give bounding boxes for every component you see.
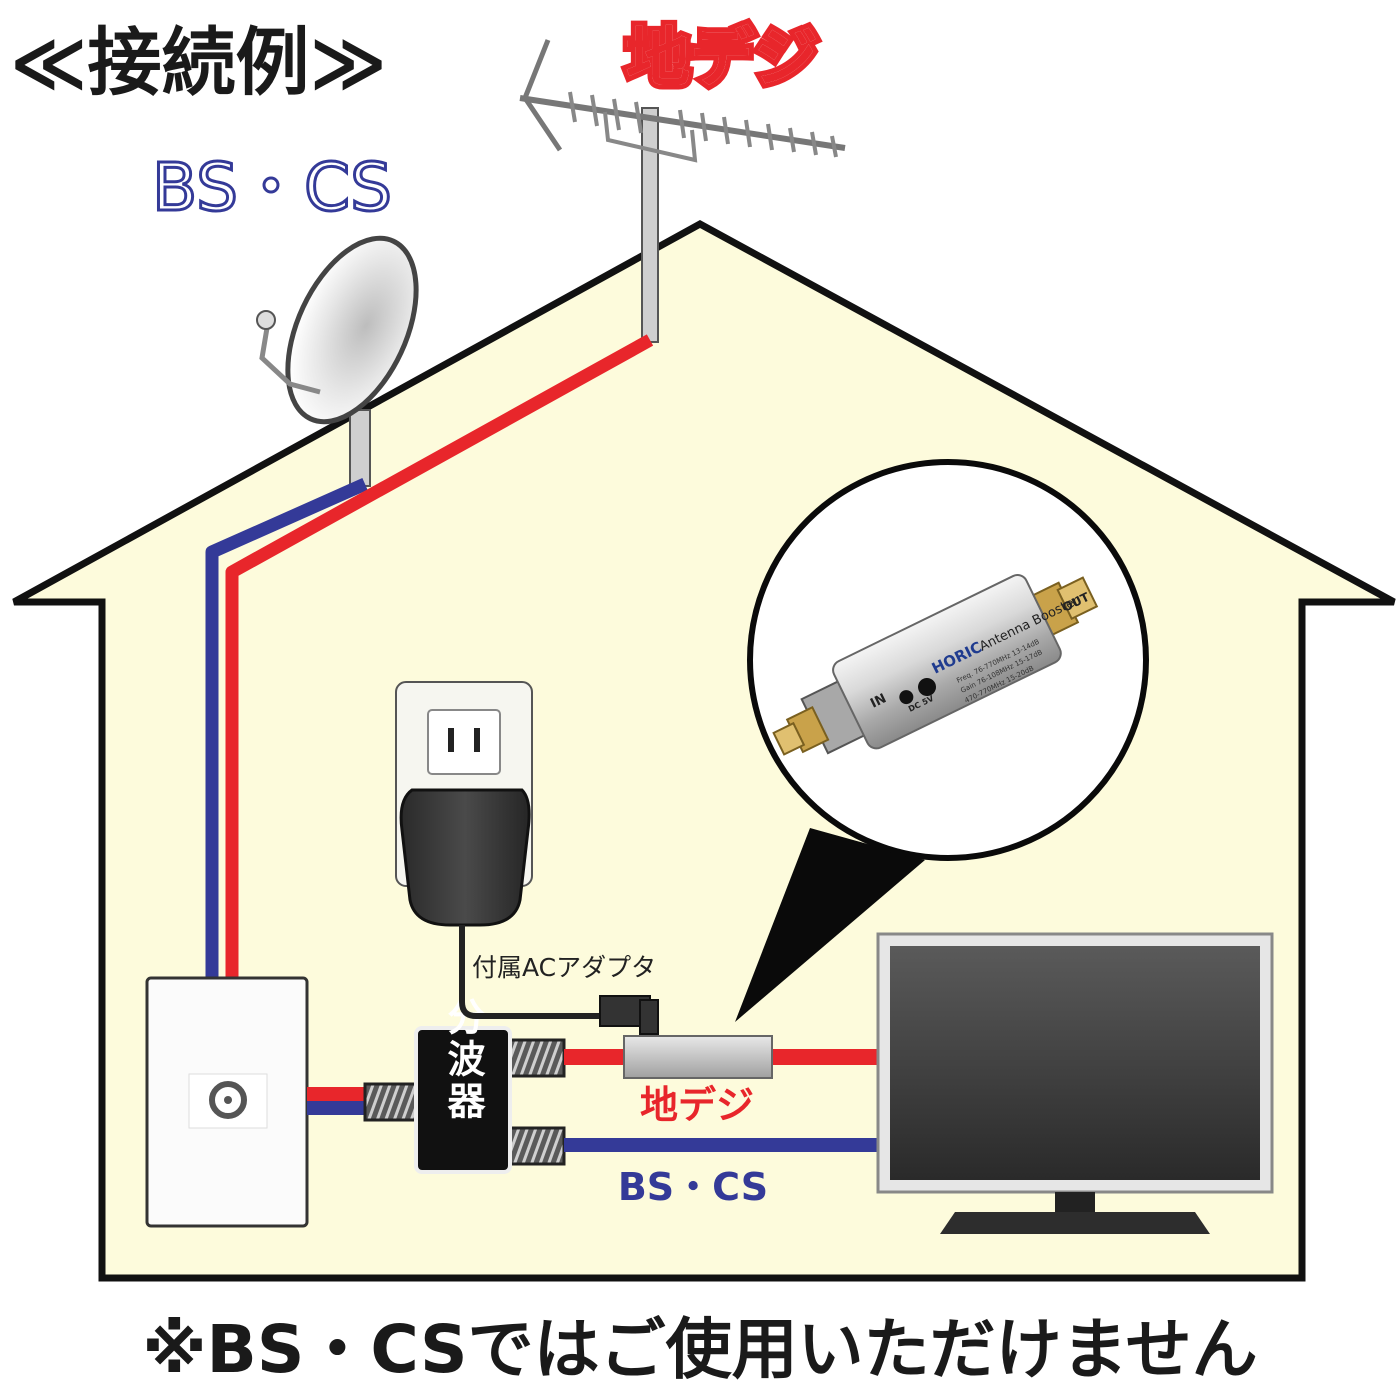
terrestrial-cable-to-booster (564, 1049, 626, 1065)
terrestrial-antenna-label-fill: 地デジ (626, 22, 818, 96)
terrestrial-cable-riser (225, 334, 654, 978)
splitter (363, 1026, 566, 1174)
booster-inline (623, 1035, 773, 1079)
callout-pointer (735, 828, 925, 1022)
booster-body (832, 574, 1062, 750)
tv-screen (890, 946, 1260, 1180)
antenna-wall-terminal (145, 976, 309, 1228)
antenna-booster-device (772, 574, 1099, 756)
satellite-cable-riser (205, 478, 368, 978)
dish-feed-horn (256, 310, 276, 330)
terrestrial-cable-label: 地デジ (640, 1083, 754, 1127)
ac-adapter-label: 付属ACアダプタ (472, 953, 656, 982)
satellite-dish (256, 235, 419, 487)
ac-adapter-body (399, 788, 531, 927)
dc-jack-icon (918, 678, 937, 697)
ac-adapter (399, 788, 659, 1035)
tv-stand (940, 1212, 1210, 1234)
satellite-antenna-label: BS・CS (152, 149, 392, 226)
satellite-cable-to-tv (564, 1138, 882, 1152)
dish-reflector (285, 235, 419, 425)
page-title: ≪接続例≫ (10, 20, 387, 106)
antenna-mast (641, 107, 659, 343)
satellite-cable-label: BS・CS (618, 1165, 768, 1209)
splitter-body (414, 1026, 512, 1174)
booster-led-icon (899, 690, 914, 705)
booster-in-label: IN (868, 691, 889, 711)
footer-note: ※BS・CSではご使用いただけません (142, 1311, 1257, 1388)
dish-mast (349, 409, 371, 487)
terrestrial-cable-to-tv (770, 1049, 882, 1065)
television (876, 932, 1274, 1234)
terrestrial-antenna (519, 39, 846, 343)
terrestrial-antenna-label: 地デジ (626, 22, 818, 96)
